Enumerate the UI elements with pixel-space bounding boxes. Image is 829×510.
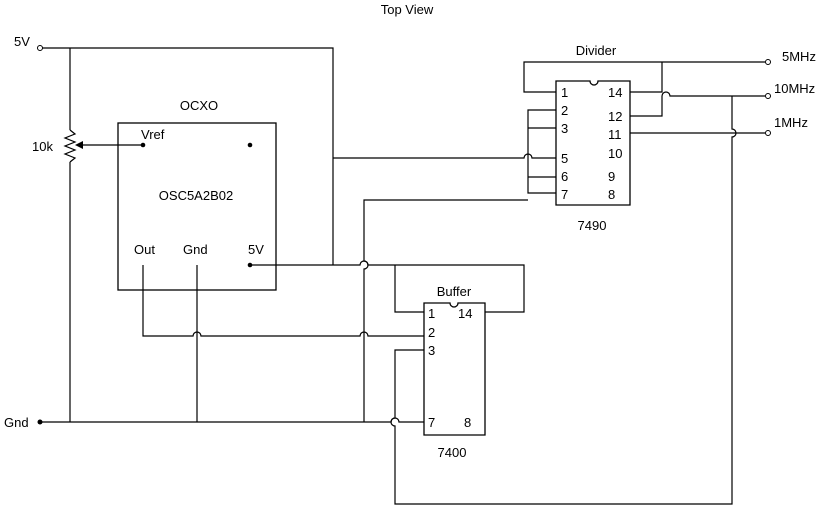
terminal-gnd [37,419,43,425]
wire-divider-gnd-bus [527,109,556,194]
divider-pin-label: 3 [561,121,568,136]
divider-pin-label: 9 [608,169,615,184]
buffer-ic: Buffer 1 2 3 7 14 8 7400 [423,284,486,460]
divider-pin-label: 6 [561,169,568,184]
buffer-title: Buffer [437,284,472,299]
diagram-title: Top View [381,2,434,17]
ocxo-pin-gnd: Gnd [183,242,208,257]
divider-ic: Divider 1 2 3 5 6 7 14 12 11 10 9 8 7490 [555,43,631,233]
divider-pin-label: 1 [561,85,568,100]
divider-part-number: 7490 [578,218,607,233]
wire-divider-pin14-12 [630,62,663,93]
net-label-5v: 5V [14,34,30,49]
wires [40,47,765,505]
terminal-1mhz [765,130,771,136]
divider-pin-label: 7 [561,187,568,202]
divider-body [555,80,631,206]
pot-value-label: 10k [32,139,53,154]
buffer-part-number: 7400 [438,445,467,460]
net-label-5mhz: 5MHz [782,49,816,64]
net-label-10mhz: 10MHz [774,81,815,96]
divider-pin-label: 2 [561,103,568,118]
divider-pin-label: 11 [608,127,622,142]
divider-pin-label: 14 [608,85,622,100]
ocxo-pin-5v: 5V [248,242,264,257]
ocxo-body [117,122,277,291]
divider-title: Divider [576,43,617,58]
resistor-zigzag [63,129,77,163]
buffer-pin-label: 14 [458,306,472,321]
wire-divider-7-to-gnd [363,199,528,422]
wire-5v-to-divider-5 [333,153,556,159]
wire-gnd-rail [40,417,424,423]
buffer-pin-label: 2 [428,325,435,340]
terminal-10mhz [765,93,771,99]
ocxo-title: OCXO [180,98,218,113]
terminals: 5V Gnd 5MHz 10MHz 1MHz [4,34,816,430]
buffer-pin-label: 3 [428,343,435,358]
terminal-5mhz [765,59,771,65]
potentiometer: 10k [32,129,83,163]
divider-pin-label: 5 [561,151,568,166]
buffer-pin-label: 7 [428,415,435,430]
buffer-pin-label: 1 [428,306,435,321]
terminal-5v [37,45,43,51]
ocxo-part-number: OSC5A2B02 [159,188,233,203]
wire-5v-rail [40,47,334,265]
wire-ocxo-out-buffer-2 [142,265,424,337]
wiper-arrowhead [75,141,83,149]
buffer-body [423,302,486,436]
divider-pin-label: 10 [608,146,622,161]
ocxo-5v-pin-dot [247,262,253,268]
ocxo-pin-out: Out [134,242,155,257]
divider-pin-label: 8 [608,187,615,202]
wire-pin12-to-10mhz [630,91,765,117]
ocxo-nc-pin-dot [247,142,253,148]
wire-divider-pin1-loop [523,61,765,93]
divider-pin-label: 12 [608,109,622,124]
net-label-gnd: Gnd [4,415,29,430]
ocxo-pin-vref: Vref [141,127,165,142]
wire-buffer-pin1 [394,265,424,313]
ocxo-module: OCXO OSC5A2B02 Vref Out Gnd 5V [117,98,277,291]
buffer-pin-label: 8 [464,415,471,430]
net-label-1mhz: 1MHz [774,115,808,130]
ocxo-vref-pin-dot [140,142,146,148]
wire-ocxo-5v-buffer [250,260,525,313]
